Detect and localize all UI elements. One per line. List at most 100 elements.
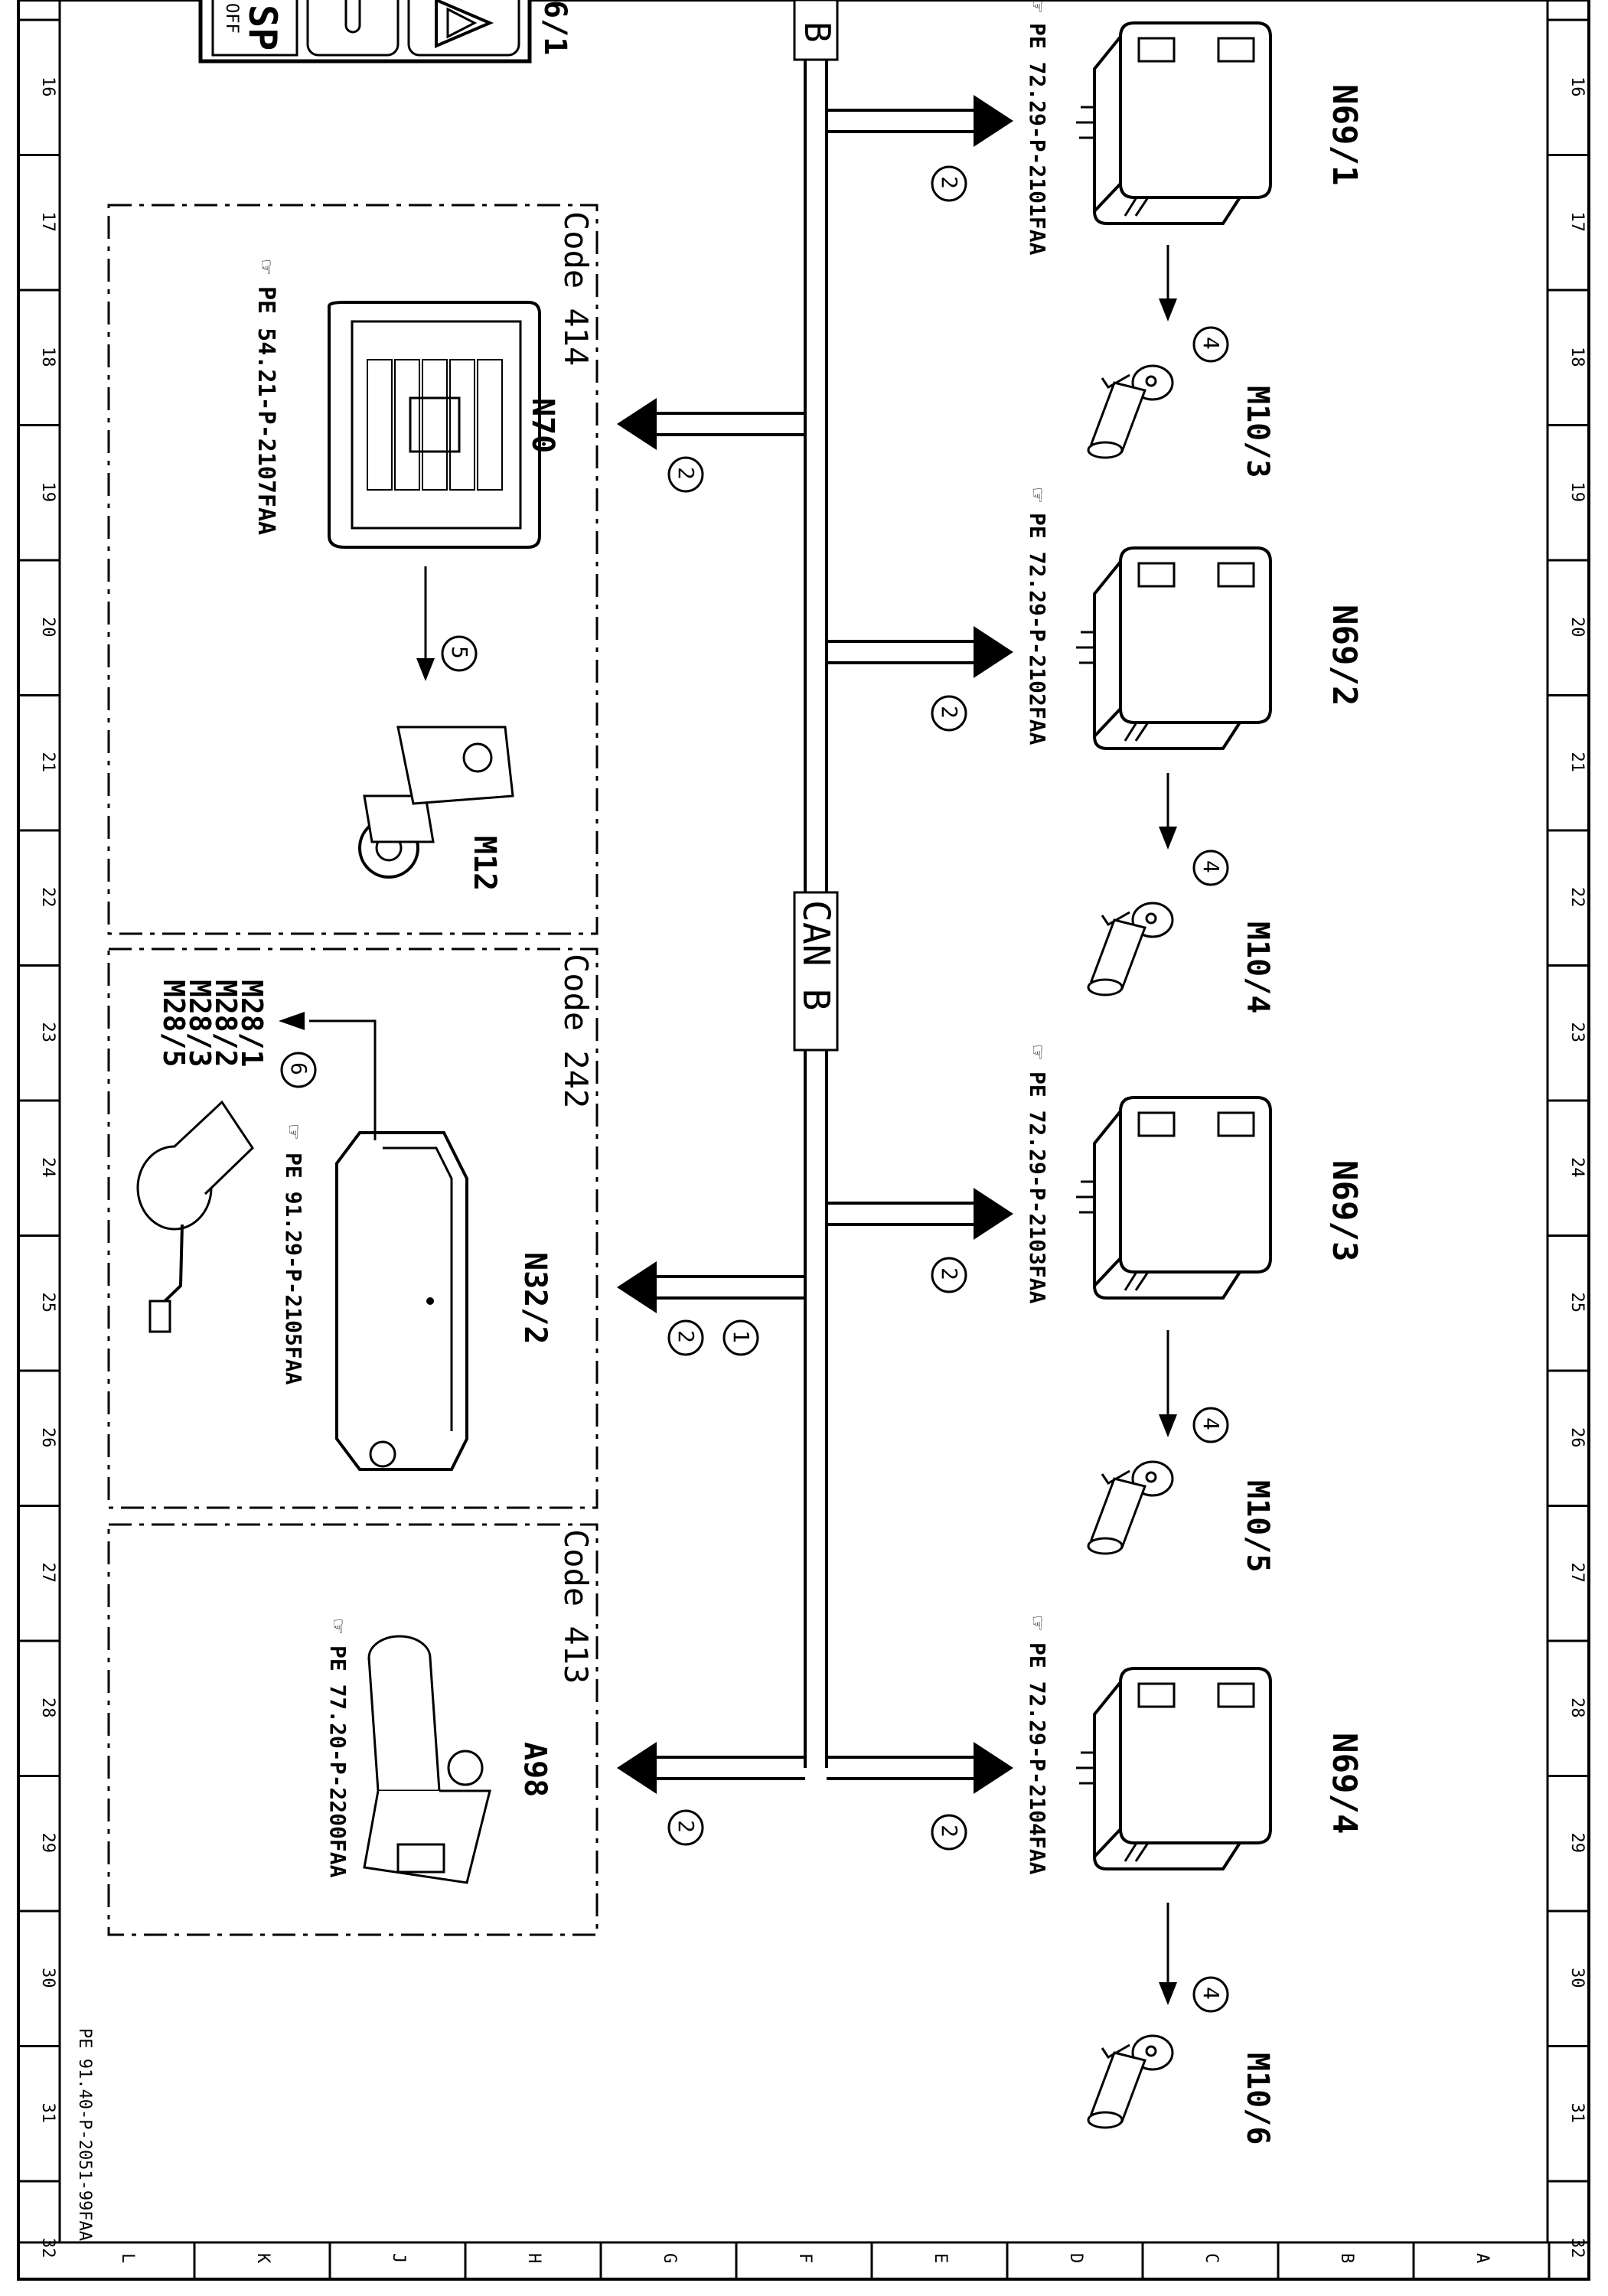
marker-number: 2: [674, 1330, 699, 1343]
marker-circle: [1192, 1407, 1229, 1443]
motor-arrows: [279, 245, 1177, 2005]
marker-number: 2: [937, 176, 962, 189]
col-number-right: 21: [1567, 752, 1587, 773]
col-number-left: 17: [38, 212, 57, 233]
col-number-right: 20: [1567, 617, 1587, 638]
n69-1-ref: PE 72.29-P-2101FAA: [1025, 23, 1050, 256]
m28-1-label: M28/1: [235, 980, 269, 1067]
branch-arrowhead: [974, 1742, 1013, 1794]
branch-arrowhead: [974, 626, 1013, 678]
marker-circle: [1192, 326, 1229, 363]
branch-right: [825, 109, 975, 133]
marker-number: 4: [1199, 337, 1224, 350]
marker-number: 5: [447, 646, 472, 659]
col-number-left: 31: [38, 2103, 57, 2124]
pe-hand-icon-n69-2: ☞: [1024, 488, 1051, 502]
branch-right: [825, 640, 975, 664]
esp-button-sublabel: OFF: [222, 3, 241, 34]
n69-3-ref: PE 72.29-P-2103FAA: [1025, 1071, 1050, 1304]
marker-number: 2: [937, 1267, 962, 1280]
marker-number: 6: [286, 1062, 311, 1075]
a98-id: A98: [517, 1742, 553, 1797]
marker-circle: [667, 1319, 704, 1356]
col-number-right: 24: [1567, 1157, 1587, 1178]
col-number-right: 17: [1567, 212, 1587, 233]
n69-1-id: N69/1: [1325, 84, 1364, 185]
marker-circle: [280, 1052, 317, 1088]
branch-right: [825, 1756, 975, 1780]
col-number-left: 16: [38, 77, 57, 97]
marker-circle: [441, 635, 478, 672]
col-number-right: 28: [1567, 1698, 1587, 1718]
marker-number: 1: [729, 1330, 754, 1343]
module-a98: A98 PE 77.20-P-2200FAA ☞: [325, 1619, 553, 1884]
marker-number: 4: [1199, 1987, 1224, 2000]
module-n69-4: N69/4 PE 72.29-P-2104FAA M10/6: [1025, 1642, 1364, 2144]
marker-circle: [1192, 1976, 1229, 2013]
pe-hand-icon-n70: ☞: [253, 260, 279, 274]
pe-hand-icon-a98: ☞: [325, 1619, 351, 1633]
marker-circle: [931, 165, 967, 202]
code-box-414: Code 414: [107, 204, 599, 935]
col-number-left: 28: [38, 1698, 57, 1718]
a98-ref: PE 77.20-P-2200FAA: [325, 1645, 351, 1878]
n70-id: N70: [525, 398, 560, 453]
m28-2-label: M28/2: [209, 980, 243, 1067]
code-414-label: Code 414: [557, 211, 595, 366]
branch-arrowhead: [617, 1261, 657, 1313]
marker-circle: [667, 456, 704, 493]
branch-left: [655, 1756, 805, 1780]
bus-branches: [617, 95, 1013, 1794]
motor-m12: M12: [467, 836, 502, 891]
m28-5-label: M28/5: [157, 980, 191, 1067]
marker-circle: [931, 1257, 967, 1293]
marker-circle: [667, 1809, 704, 1846]
module-n69-2: N69/2 PE 72.29-P-2102FAA M10/4: [1025, 513, 1364, 1013]
col-number-right: 29: [1567, 1833, 1587, 1854]
row-letter: C: [1202, 2253, 1221, 2263]
col-number-right: 16: [1567, 77, 1587, 97]
col-number-right: 26: [1567, 1427, 1587, 1448]
n69-4-ref: PE 72.29-P-2104FAA: [1025, 1642, 1050, 1875]
col-number-left: 24: [38, 1157, 57, 1178]
col-number-right: 22: [1567, 887, 1587, 908]
partial-switch-panel: SP OFF 6/1: [198, 0, 572, 64]
row-letter: L: [118, 2253, 137, 2263]
pe-hand-icons-right: ☞ ☞ ☞ ☞: [1024, 0, 1051, 1630]
code-box-242: Code 242: [107, 947, 599, 1509]
code-242-label: Code 242: [557, 954, 595, 1108]
n32-2-id: N32/2: [517, 1252, 553, 1344]
marker-number: 2: [937, 1825, 962, 1838]
can-bus-middle-label: CAN B: [794, 900, 837, 1011]
branch-left: [655, 1275, 805, 1300]
row-letter: A: [1473, 2253, 1492, 2263]
pe-hand-icon-n69-1: ☞: [1024, 0, 1051, 12]
n69-2-id: N69/2: [1325, 605, 1364, 706]
branch-left: [655, 412, 805, 436]
branch-arrowhead: [974, 1188, 1013, 1240]
module-n32-2: N32/2 PE 91.29-P-2105FAA ☞ M28/1 M28/2 M…: [136, 980, 553, 1471]
marker-circle: [1192, 850, 1229, 886]
col-number-left: 20: [38, 617, 57, 638]
row-letter: B: [1337, 2253, 1356, 2263]
motor-m10-4: M10/4: [1240, 921, 1275, 1013]
motor-m10-3: M10/3: [1240, 386, 1275, 478]
col-number-left: 26: [38, 1427, 57, 1448]
code-box-413: Code 413: [107, 1523, 599, 1936]
branch-arrowhead: [617, 398, 657, 450]
esp-button-label: SP: [240, 5, 285, 51]
col-number-right: 31: [1567, 2103, 1587, 2124]
can-bus-trunk: B CAN B: [793, 0, 839, 1768]
module-n69-3: N69/3 PE 72.29-P-2103FAA M10/5: [1025, 1071, 1364, 1572]
n70-ref: PE 54.21-P-2107FAA: [253, 286, 279, 535]
n69-4-id: N69/4: [1325, 1733, 1364, 1834]
module-n69-1: N69/1 PE 72.29-P-2101FAA M10/3: [1025, 21, 1364, 478]
pe-hand-icon-n69-4: ☞: [1024, 1616, 1051, 1630]
marker-number: 2: [674, 1820, 699, 1833]
pe-hand-icon-n69-3: ☞: [1024, 1045, 1051, 1059]
branch-arrowhead: [974, 95, 1013, 147]
